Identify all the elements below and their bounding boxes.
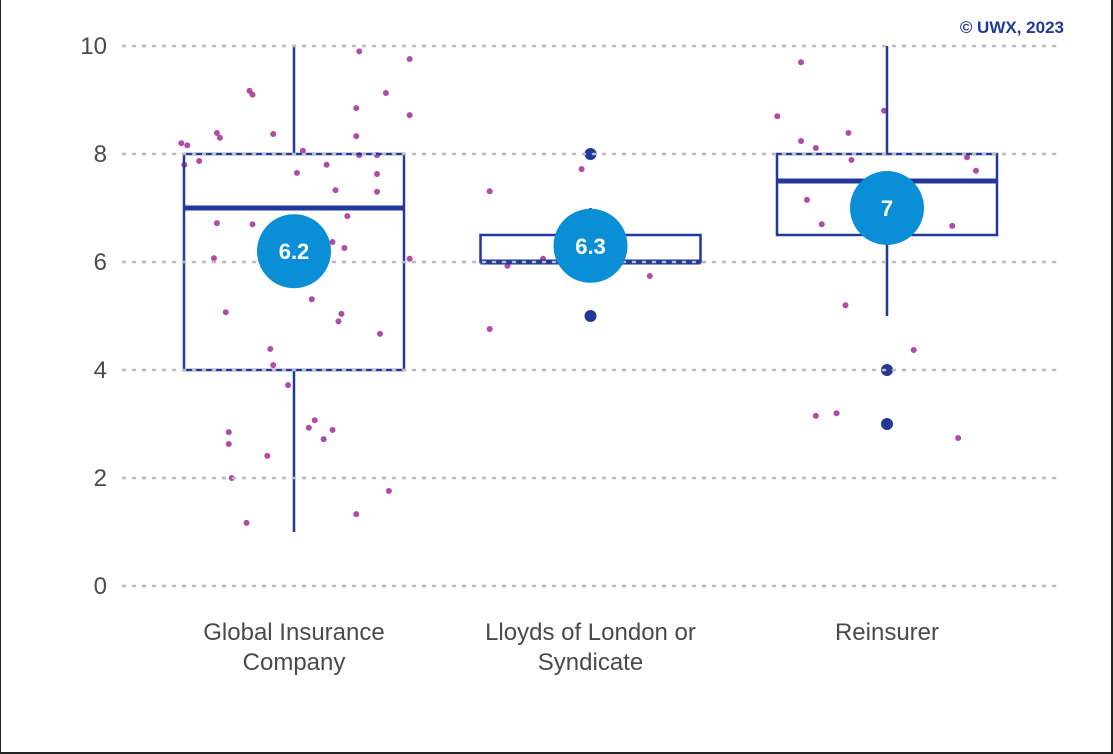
data-point	[881, 107, 888, 114]
data-point	[264, 452, 271, 459]
y-tick-label: 0	[94, 573, 107, 600]
data-point	[213, 220, 220, 227]
data-point	[178, 140, 185, 147]
category-label: Syndicate	[538, 649, 643, 676]
data-point	[803, 196, 810, 203]
data-point	[486, 325, 493, 332]
data-point	[329, 239, 336, 246]
data-point	[406, 112, 413, 119]
data-point	[213, 129, 220, 136]
mean-marker	[257, 214, 331, 289]
data-point	[270, 131, 277, 138]
data-point	[228, 475, 235, 481]
mean-label: 6.2	[279, 239, 310, 264]
data-point	[216, 134, 223, 141]
data-point	[382, 89, 389, 96]
data-point	[222, 309, 229, 316]
data-point	[812, 412, 819, 419]
y-tick-label: 10	[80, 33, 107, 60]
data-point	[374, 188, 381, 195]
outlier-point	[584, 148, 597, 160]
data-point	[845, 129, 852, 136]
data-point	[299, 147, 306, 154]
data-point	[308, 296, 315, 303]
mean-markers: 6.2 6.3 7	[257, 171, 924, 289]
data-point	[341, 244, 348, 251]
data-point	[353, 511, 360, 518]
data-point	[406, 55, 413, 62]
data-point	[249, 221, 256, 228]
mean-marker	[553, 208, 628, 283]
data-point	[955, 435, 962, 442]
data-point	[646, 273, 653, 280]
outlier-point	[881, 364, 893, 376]
data-point	[329, 426, 336, 433]
data-point	[798, 59, 805, 66]
data-point	[338, 310, 345, 317]
y-tick-label: 2	[94, 465, 107, 492]
data-point	[910, 347, 917, 354]
data-point	[243, 519, 250, 526]
data-point	[225, 429, 232, 436]
y-tick-label: 6	[94, 249, 107, 276]
outlier-point	[881, 418, 893, 430]
data-point	[818, 221, 825, 228]
category-label: Reinsurer	[835, 619, 939, 646]
data-point	[332, 187, 339, 194]
data-point	[225, 440, 232, 447]
data-point	[949, 222, 956, 229]
category-label: Company	[243, 649, 346, 676]
data-point	[196, 158, 203, 165]
data-point	[267, 345, 274, 352]
credit-label: © UWX, 2023	[960, 18, 1064, 37]
data-point	[578, 166, 585, 173]
y-axis-ticks: 0 2 4 6 8 10	[80, 33, 107, 600]
gridlines-overlay	[121, 44, 1063, 588]
data-point	[353, 133, 360, 140]
data-point	[184, 142, 191, 149]
jitter-points	[178, 48, 979, 526]
data-point	[210, 255, 217, 262]
data-point	[972, 167, 979, 174]
boxes	[182, 46, 999, 532]
data-point	[842, 302, 849, 309]
data-point	[249, 91, 256, 98]
data-point	[406, 255, 413, 262]
data-point	[344, 213, 351, 220]
data-point	[323, 161, 330, 168]
data-point	[374, 170, 381, 177]
data-point	[335, 318, 342, 325]
data-point	[798, 138, 805, 145]
data-point	[385, 487, 392, 494]
data-point	[356, 48, 363, 55]
data-point	[774, 113, 781, 120]
data-point	[848, 156, 855, 163]
data-point	[812, 145, 819, 152]
y-tick-label: 8	[94, 141, 107, 168]
data-point	[285, 382, 292, 389]
data-point	[353, 105, 360, 112]
outlier-point	[584, 310, 597, 322]
data-point	[833, 410, 840, 417]
data-point	[486, 188, 493, 195]
category-label: Global Insurance	[203, 619, 384, 646]
data-point	[305, 424, 312, 431]
data-point	[293, 169, 300, 176]
data-point	[376, 330, 383, 337]
mean-marker	[850, 171, 924, 245]
data-point	[964, 154, 971, 161]
category-label: Lloyds of London or	[485, 619, 696, 646]
y-tick-label: 4	[94, 357, 107, 384]
data-point	[320, 436, 327, 443]
mean-label: 7	[881, 196, 893, 221]
data-point	[311, 417, 318, 424]
mean-label: 6.3	[575, 234, 606, 259]
data-point	[270, 362, 277, 369]
